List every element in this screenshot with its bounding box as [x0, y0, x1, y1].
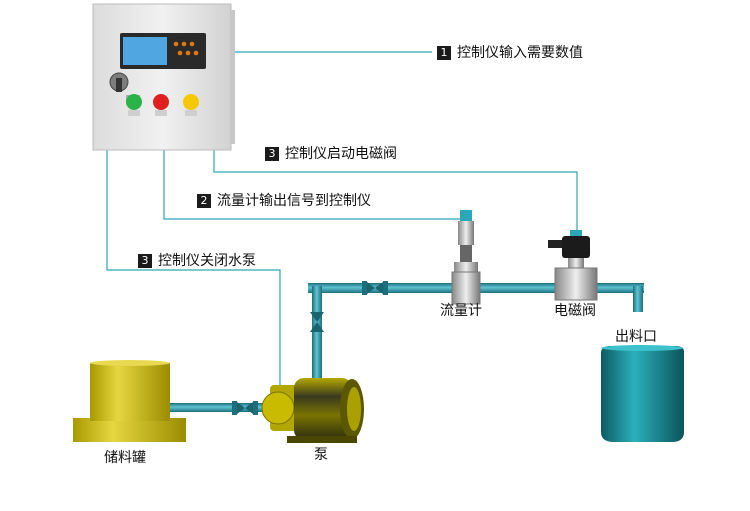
solenoid-valve-label: 电磁阀	[554, 303, 596, 319]
annotation-input-value: 1 控制仪输入需要数值	[437, 44, 583, 62]
signal-line-valve	[213, 150, 578, 232]
flowmeter	[451, 210, 481, 305]
manual-valve-top	[362, 281, 388, 295]
manual-valve-pump-inlet	[232, 401, 258, 415]
manual-valve-vertical	[310, 312, 324, 332]
red-button	[153, 94, 169, 110]
storage-tank-label: 储料罐	[104, 450, 146, 466]
yellow-button	[183, 94, 199, 110]
storage-tank	[73, 360, 186, 442]
annotation-stop-pump: 3 控制仪关闭水泵	[138, 252, 256, 270]
annotation-number: 3	[265, 147, 279, 161]
controller-screen	[123, 37, 167, 65]
control-cabinet	[92, 3, 235, 151]
pump	[261, 378, 364, 443]
annotation-text: 流量计输出信号到控制仪	[217, 193, 371, 209]
pump-label: 泵	[314, 447, 328, 463]
annotation-number: 1	[437, 46, 451, 60]
annotation-number: 3	[138, 254, 152, 268]
solenoid-valve	[548, 230, 598, 301]
annotation-flowmeter-signal: 2 流量计输出信号到控制仪	[197, 192, 371, 210]
annotation-text: 控制仪关闭水泵	[158, 253, 256, 269]
green-button	[126, 94, 142, 110]
signal-lines	[106, 51, 578, 395]
annotation-text: 控制仪启动电磁阀	[285, 146, 397, 162]
annotation-start-valve: 3 控制仪启动电磁阀	[265, 145, 397, 163]
flowmeter-label: 流量计	[440, 303, 482, 319]
outlet-bucket	[601, 345, 684, 442]
annotation-text: 控制仪输入需要数值	[457, 45, 583, 61]
outlet-label: 出料口	[615, 329, 657, 345]
annotation-number: 2	[197, 194, 211, 208]
signal-line-pump	[106, 150, 281, 395]
